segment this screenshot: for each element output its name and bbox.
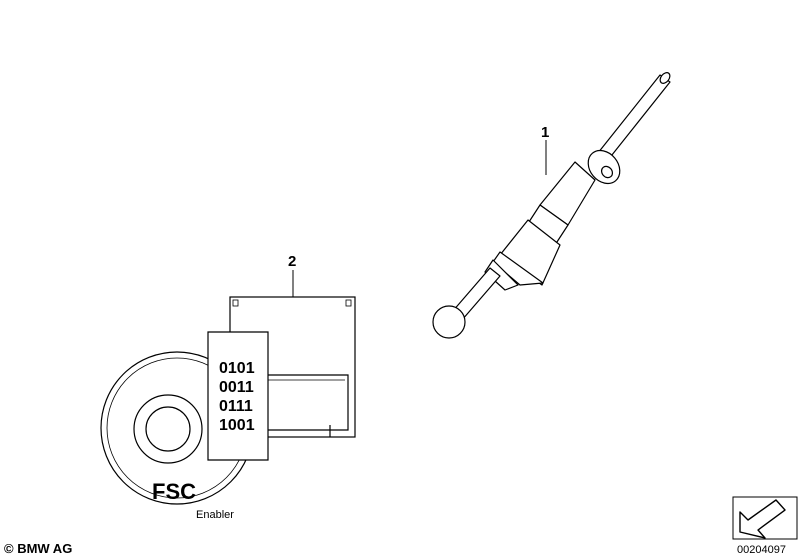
arrow-icon	[739, 499, 786, 539]
figure-number: 00204097	[737, 544, 786, 556]
fsc-label: FSC	[152, 479, 196, 504]
copyright-text: © BMW AG	[4, 541, 72, 556]
binary-line: 0111	[219, 398, 253, 415]
nav-arrow-box[interactable]	[732, 496, 798, 540]
binary-line: 0101	[219, 360, 255, 377]
software-media-part	[100, 296, 356, 505]
enabler-label: Enabler	[196, 509, 234, 521]
binary-line: 0011	[219, 379, 254, 396]
callout-number-1: 1	[541, 124, 549, 141]
document-sheet	[207, 331, 269, 461]
binary-line: 1001	[219, 417, 255, 434]
cable-plug-part	[432, 72, 671, 339]
callout-number-2: 2	[288, 253, 296, 270]
